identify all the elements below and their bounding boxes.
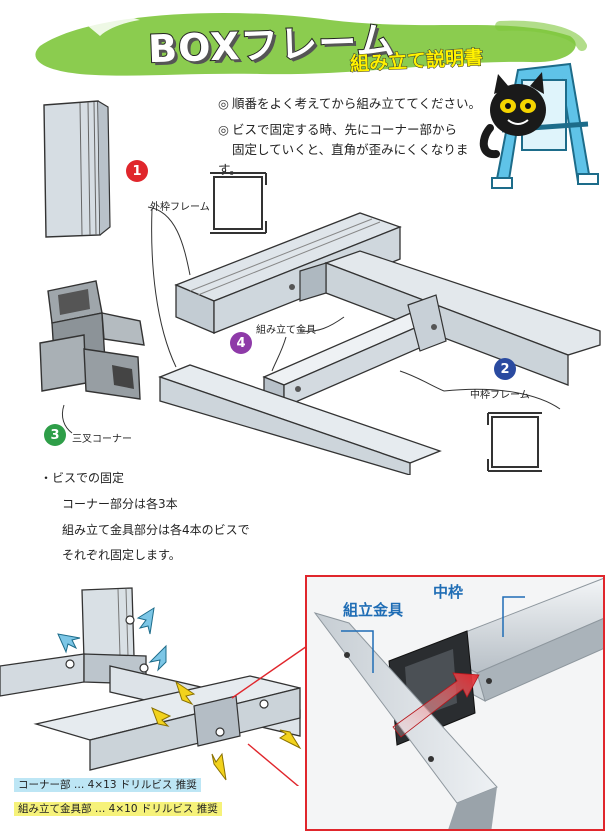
joint-bracket-drawing <box>262 294 447 408</box>
fixing-heading: ・ビスでの固定 <box>40 471 125 485</box>
cat-with-easel-icon <box>479 62 599 189</box>
assembly-diagram <box>39 100 601 475</box>
inset-label-middle-frame: 中枠 <box>433 583 464 601</box>
part-label-three-way-corner: 三叉コーナー <box>72 434 132 445</box>
bracket-photo-inset: 組立金具 中枠 <box>305 575 605 831</box>
fixing-line-1: コーナー部分は各3本 <box>62 496 178 511</box>
legend-corner-screw: コーナー部 … 4×13 ドリルビス 推奨 <box>10 776 205 793</box>
part-number-3: 3 <box>44 424 66 446</box>
part-number-2: 2 <box>494 358 516 380</box>
bracket-photo-render <box>307 577 603 829</box>
outer-frame-profile-drawing <box>43 100 111 238</box>
note-line-2: ◎ビスで固定する時、先にコーナー部から <box>218 122 458 137</box>
leader-lines <box>61 206 561 434</box>
part-number-4: 4 <box>230 332 252 354</box>
middle-frame-rail <box>289 250 601 386</box>
three-way-corner-drawing <box>39 280 145 400</box>
note-line-1: ◎順番をよく考えてから組み立ててください。 <box>218 96 482 111</box>
outer-frame-section-icon <box>210 172 267 234</box>
part-label-joint-bracket: 組み立て金具 <box>256 325 316 336</box>
part-label-middle-frame: 中枠フレーム <box>470 390 530 401</box>
green-brush-stroke <box>35 12 587 76</box>
title-banner: BOXフレーム 組み立て説明書 <box>30 6 590 88</box>
screw-fixing-instructions: ・ビスでの固定 コーナー部分は各3本 組み立て金具部分は各4本のビスで それぞれ… <box>40 466 300 569</box>
inset-label-bracket: 組立金具 <box>343 601 404 619</box>
fixing-line-3: それぞれ固定します。 <box>62 548 181 563</box>
fixing-line-2: 組み立て金具部分は各4本のビスで <box>62 522 250 537</box>
legend-bracket-text: 組み立て金具部 … 4×10 ドリルビス 推奨 <box>14 802 222 816</box>
screw-arrow-icon <box>57 606 302 781</box>
legend-corner-text: コーナー部 … 4×13 ドリルビス 推奨 <box>14 778 201 792</box>
part-label-outer-frame: 外枠フレーム <box>150 202 210 213</box>
legend-bracket-screw: 組み立て金具部 … 4×10 ドリルビス 推奨 <box>10 800 226 817</box>
middle-frame-section-icon <box>487 412 542 472</box>
outer-rail-bottom <box>158 364 442 475</box>
instruction-notes: ◎順番をよく考えてから組み立ててください。 ◎ビスで固定する時、先にコーナー部か… <box>218 94 488 180</box>
screw-detail-drawing <box>0 587 311 786</box>
part-number-1: 1 <box>126 160 148 182</box>
